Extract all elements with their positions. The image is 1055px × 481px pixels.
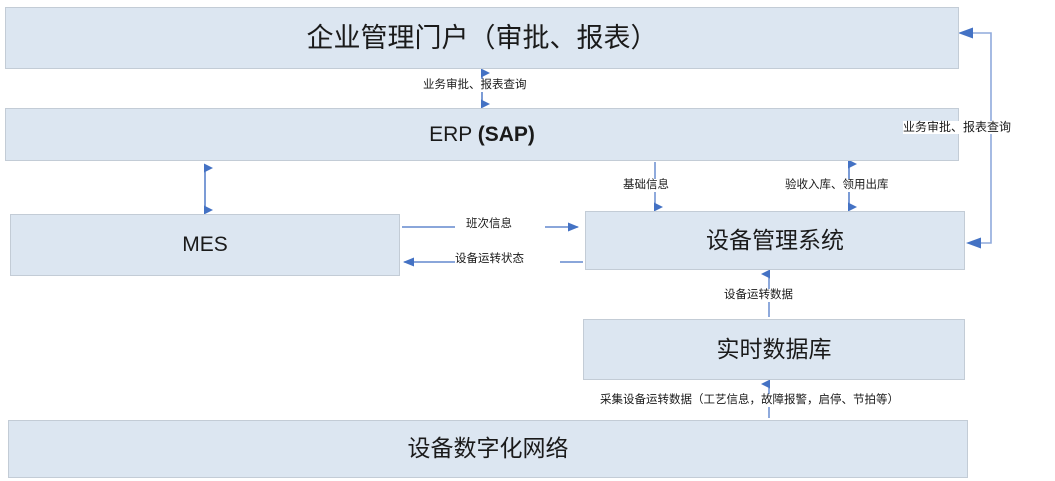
node-realtime-database[interactable]: 实时数据库 bbox=[583, 319, 965, 380]
node-mes-label: MES bbox=[182, 233, 228, 257]
node-realtime-database-label: 实时数据库 bbox=[716, 335, 832, 362]
edge-label-erp-eqsys-stock: 验收入库、领用出库 bbox=[785, 179, 889, 192]
edge-label-portal-erp: 业务审批、报表查询 bbox=[423, 79, 527, 92]
edge-label-rtdb-eqsys: 设备运转数据 bbox=[724, 289, 793, 302]
node-erp-label-plain: ERP bbox=[429, 122, 478, 146]
node-erp-label-bold: (SAP) bbox=[477, 122, 535, 146]
edge-label-mes-eqsys-shift: 班次信息 bbox=[466, 218, 512, 231]
node-equipment-digital-network[interactable]: 设备数字化网络 bbox=[8, 420, 968, 478]
edge-label-network-rtdb: 采集设备运转数据（工艺信息，故障报警，启停、节拍等） bbox=[600, 394, 899, 407]
edge-label-erp-eqsys-basic: 基础信息 bbox=[623, 179, 669, 192]
node-equipment-management-system[interactable]: 设备管理系统 bbox=[585, 211, 965, 270]
node-equipment-digital-network-label: 设备数字化网络 bbox=[407, 435, 569, 462]
node-erp[interactable]: ERP (SAP) bbox=[5, 108, 959, 161]
node-mes[interactable]: MES bbox=[10, 214, 400, 276]
node-enterprise-portal[interactable]: 企业管理门户（审批、报表） bbox=[5, 7, 959, 69]
node-equipment-management-system-label: 设备管理系统 bbox=[706, 226, 844, 253]
node-erp-label: ERP (SAP) bbox=[429, 122, 535, 147]
node-enterprise-portal-label: 企业管理门户（审批、报表） bbox=[306, 22, 658, 53]
edge-label-eqsys-portal: 业务审批、报表查询 bbox=[903, 120, 1012, 135]
edge-label-eqsys-mes-state: 设备运转状态 bbox=[455, 253, 524, 266]
